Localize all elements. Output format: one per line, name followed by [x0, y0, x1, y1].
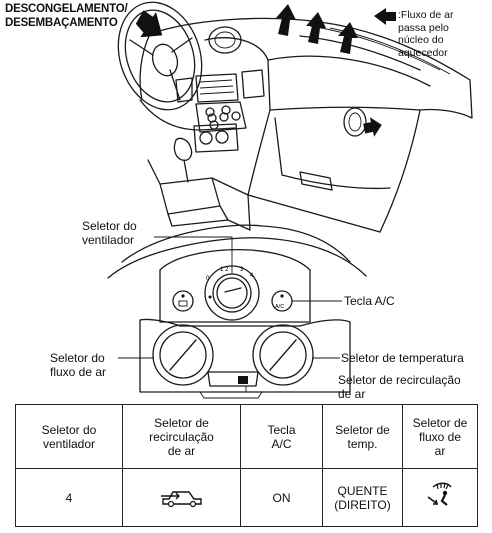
airflow-note: :Fluxo de ar passa pelo núcleo do aquece… — [398, 9, 454, 59]
defrost-label: DESCONGELAMENTO/ DESEMBAÇAMENTO — [5, 3, 128, 29]
header-recirc: Seletor de recirculação de ar — [122, 404, 241, 469]
steering-wheel — [117, 1, 203, 111]
outside-air-car-icon — [160, 491, 202, 508]
upward-arrow-icon — [306, 12, 326, 44]
header-ac: Tecla A/C — [240, 404, 323, 469]
panel-ac-text: A/C — [275, 304, 284, 310]
fan-selector-label: Seletor do ventilador — [82, 219, 137, 247]
side-vent — [343, 107, 367, 137]
cell-temp-value: QUENTE (DIREITO) — [322, 468, 403, 527]
ac-key-label: Tecla A/C — [344, 294, 395, 308]
airflow-selector-label: Seletor do fluxo de ar — [50, 351, 107, 379]
leader-lines — [118, 236, 342, 393]
dash-climate-panel — [193, 120, 239, 153]
climate-control-panel: 0 4 1 2 3 A/C — [107, 224, 367, 399]
side-vent-arrow-icon — [363, 117, 382, 137]
upward-arrow-icon — [338, 22, 358, 54]
defrost-arrow-icon — [135, 10, 163, 38]
temp-selector-label: Seletor de temperatura — [341, 351, 464, 365]
table-row: 4 ON QUENTE (DIREITO) — [15, 468, 478, 527]
airflow-arrows — [135, 4, 396, 137]
header-temp: Seletor de temp. — [322, 404, 403, 469]
svg-text:4: 4 — [250, 273, 254, 279]
cell-fan-value: 4 — [15, 468, 123, 527]
cell-recirc-icon — [122, 468, 241, 527]
upward-arrow-icon — [276, 4, 296, 36]
svg-text:1 2: 1 2 — [220, 267, 229, 273]
svg-text:0: 0 — [206, 276, 210, 282]
header-flow: Seletor de fluxo de ar — [402, 404, 478, 469]
settings-table: Seletor do ventilador Seletor de recircu… — [15, 404, 478, 527]
table-header-row: Seletor do ventilador Seletor de recircu… — [15, 404, 478, 469]
center-stack — [175, 69, 265, 133]
cell-ac-value: ON — [240, 468, 323, 527]
defrost-floor-icon — [427, 482, 452, 506]
cell-flow-icon — [402, 468, 478, 527]
legend-arrow-icon — [374, 8, 396, 25]
svg-text:3: 3 — [240, 267, 244, 273]
dashboard-outline — [139, 17, 473, 233]
header-fan: Seletor do ventilador — [15, 404, 123, 469]
dashboard-illustration: 0 4 1 2 3 A/C — [107, 1, 473, 399]
instrument-cluster — [208, 26, 242, 54]
recirc-selector-label: Seletor de recirculação de ar — [338, 373, 461, 401]
